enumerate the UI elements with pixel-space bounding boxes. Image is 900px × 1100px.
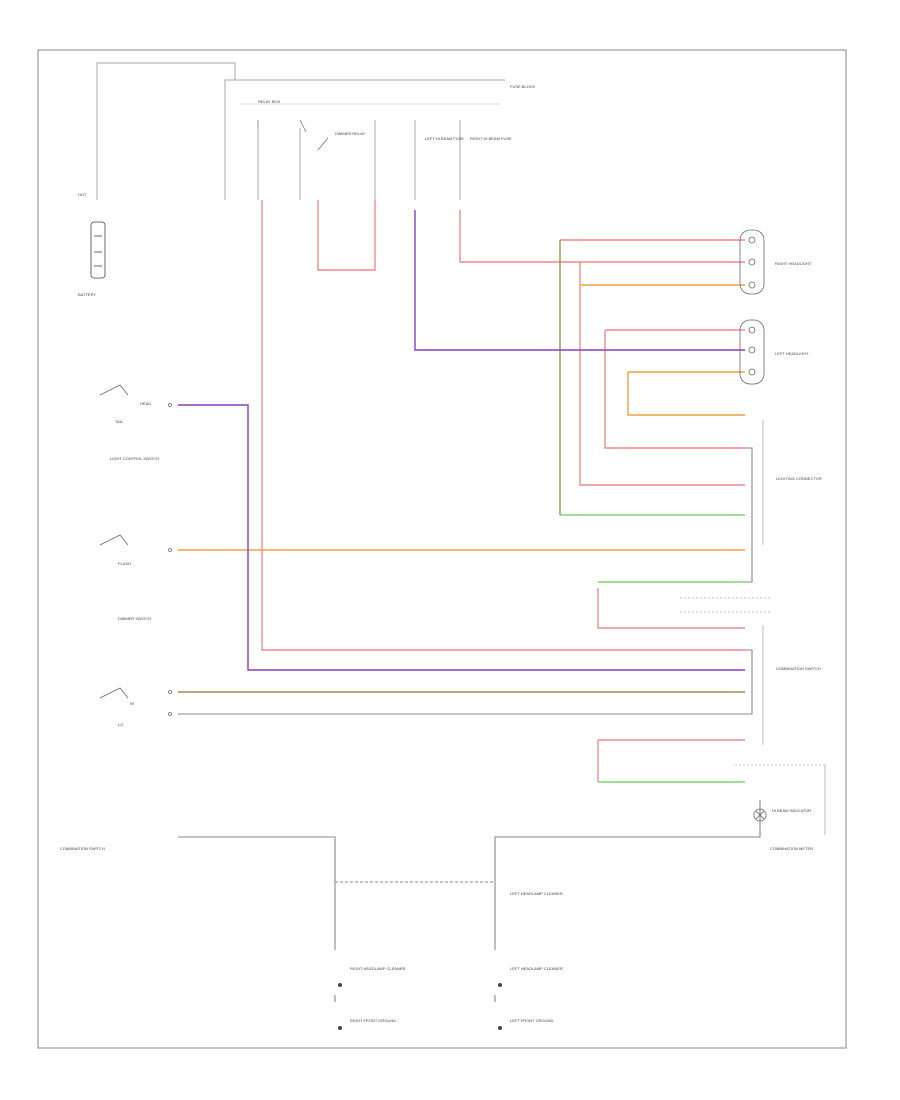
label-left-headlamp-cleaner: LEFT HEADLAMP CLEANER [510, 891, 563, 896]
switch-symbols [99, 384, 172, 716]
connector-brackets [680, 420, 826, 835]
label-lighting-connector: LIGHTING CONNECTOR [776, 476, 822, 481]
label-hi: HI [130, 701, 134, 706]
right-headlight-symbol [739, 229, 765, 295]
label-hi-beam-indicator: HI BEAM INDICATOR [772, 808, 811, 813]
label-dimmer-relay: DIMMER RELAY [335, 131, 365, 136]
label-right-headlight: RIGHT HEADLIGHT [775, 261, 812, 266]
label-right-front-ground: RIGHT FRONT GROUND [350, 1018, 396, 1023]
left-headlight-symbol [739, 319, 765, 385]
feed-lines [96, 62, 505, 200]
diagram-labels: HOT BATTERY RELAY BOX FUSE BLOCK DIMMER … [60, 84, 822, 1023]
hi-beam-indicator-symbol [753, 808, 767, 822]
label-right-headlamp-cleaner: RIGHT HEADLAMP CLEANER [350, 966, 406, 971]
gray-wires [178, 447, 761, 1002]
label-battery: BATTERY [78, 292, 96, 297]
label-light-control-switch: LIGHT CONTROL SWITCH [110, 456, 159, 461]
purple-wires [178, 210, 745, 671]
label-combination-switch-right: COMBINATION SWITCH [776, 666, 821, 671]
battery-icon [90, 221, 106, 279]
label-left-headlight: LEFT HEADLIGHT [775, 351, 809, 356]
label-tail: TAIL [115, 419, 124, 424]
label-head: HEAD [140, 401, 151, 406]
label-left-hi-beam-fuse: LEFT HI BEAM FUSE [425, 136, 464, 141]
label-dimmer-switch: DIMMER SWITCH [118, 616, 151, 621]
label-combination-switch: COMBINATION SWITCH [60, 846, 105, 851]
label-flash: FLASH [118, 561, 131, 566]
label-left-headlamp-cleaner-2: LEFT HEADLAMP CLEANER [510, 966, 563, 971]
label-hot: HOT [78, 192, 87, 197]
red-wires [261, 200, 745, 782]
tan-wires [178, 240, 745, 693]
label-right-hi-beam-fuse: RIGHT HI BEAM FUSE [470, 136, 512, 141]
label-fuse-block: FUSE BLOCK [510, 84, 536, 89]
label-left-front-ground: LEFT FRONT GROUND [510, 1018, 554, 1023]
relay-box-contacts [240, 103, 500, 151]
green-wires [560, 514, 745, 783]
ground-symbols [338, 983, 502, 1030]
label-relay-box: RELAY BOX [258, 99, 281, 104]
diagram-frame [37, 49, 847, 1049]
label-lo: LO [118, 722, 123, 727]
label-combination-meter: COMBINATION METER [770, 846, 813, 851]
orange-wires [178, 284, 745, 551]
